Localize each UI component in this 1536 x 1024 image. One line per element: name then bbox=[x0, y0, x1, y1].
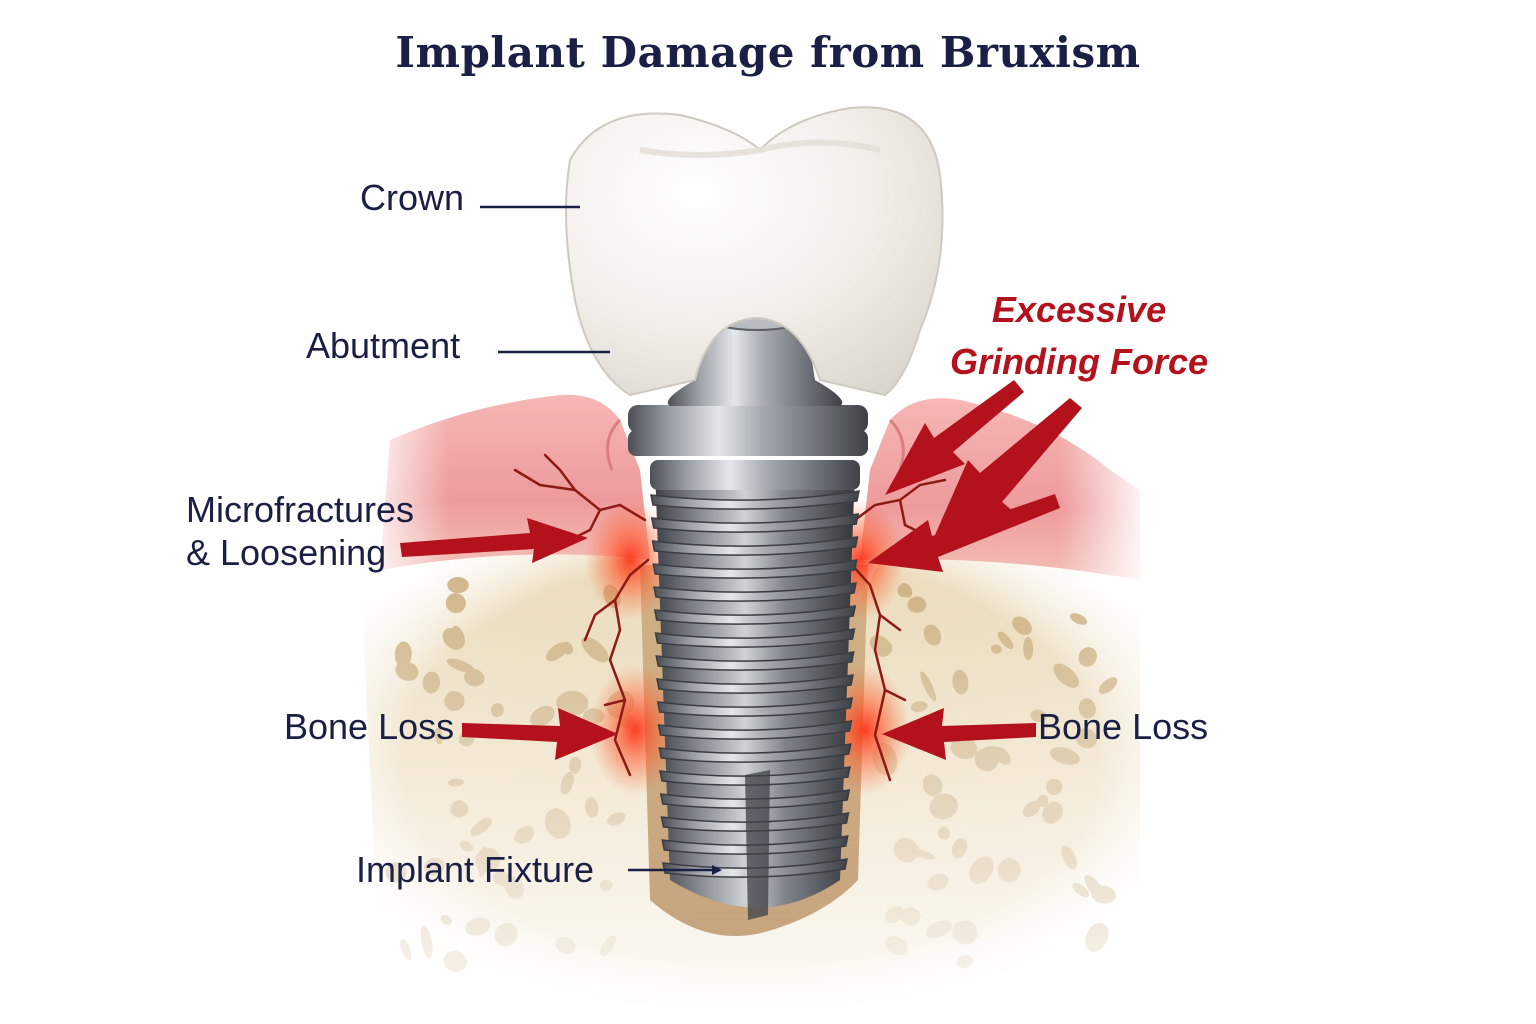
implant-thread bbox=[650, 490, 860, 510]
label-microfractures-line1: Microfractures bbox=[186, 489, 415, 530]
implant-thread bbox=[653, 605, 857, 625]
implant-thread bbox=[654, 628, 856, 648]
label-microfractures: Microfractures & Loosening bbox=[186, 488, 414, 574]
label-implant-fixture: Implant Fixture bbox=[356, 849, 595, 890]
implant-thread bbox=[656, 674, 854, 694]
force-arrows bbox=[400, 380, 1082, 760]
arrow-bone-loss-left bbox=[462, 708, 618, 760]
arrow-grinding-force-3 bbox=[868, 494, 1060, 572]
label-grinding-force-line2: Grinding Force bbox=[950, 341, 1209, 383]
page-title: Implant Damage from Bruxism bbox=[395, 28, 1141, 77]
label-microfractures-line2: & Loosening bbox=[186, 532, 387, 574]
arrow-microfractures bbox=[400, 518, 588, 563]
arrow-grinding-force-2 bbox=[935, 398, 1082, 535]
leader-lines bbox=[480, 205, 722, 875]
label-bone-loss-right: Bone Loss bbox=[1038, 706, 1209, 747]
implant-thread bbox=[656, 697, 854, 717]
crown bbox=[565, 106, 944, 397]
implant-thread bbox=[651, 536, 859, 556]
implant-thread bbox=[658, 743, 852, 763]
label-abutment: Abutment bbox=[306, 325, 461, 366]
implant-thread bbox=[652, 559, 858, 579]
implant-thread bbox=[650, 513, 860, 533]
implant-thread bbox=[657, 720, 853, 740]
label-bone-loss-left: Bone Loss bbox=[284, 706, 455, 747]
label-crown: Crown bbox=[360, 177, 465, 218]
label-grinding-force: Excessive Grinding Force bbox=[950, 284, 1208, 388]
arrow-grinding-force-1 bbox=[885, 380, 1024, 495]
implant-thread bbox=[655, 651, 855, 671]
arrow-bone-loss-right bbox=[882, 708, 1036, 760]
implant-fixture bbox=[650, 468, 860, 920]
implant-thread bbox=[653, 582, 857, 602]
label-grinding-force-line1: Excessive bbox=[991, 289, 1167, 330]
